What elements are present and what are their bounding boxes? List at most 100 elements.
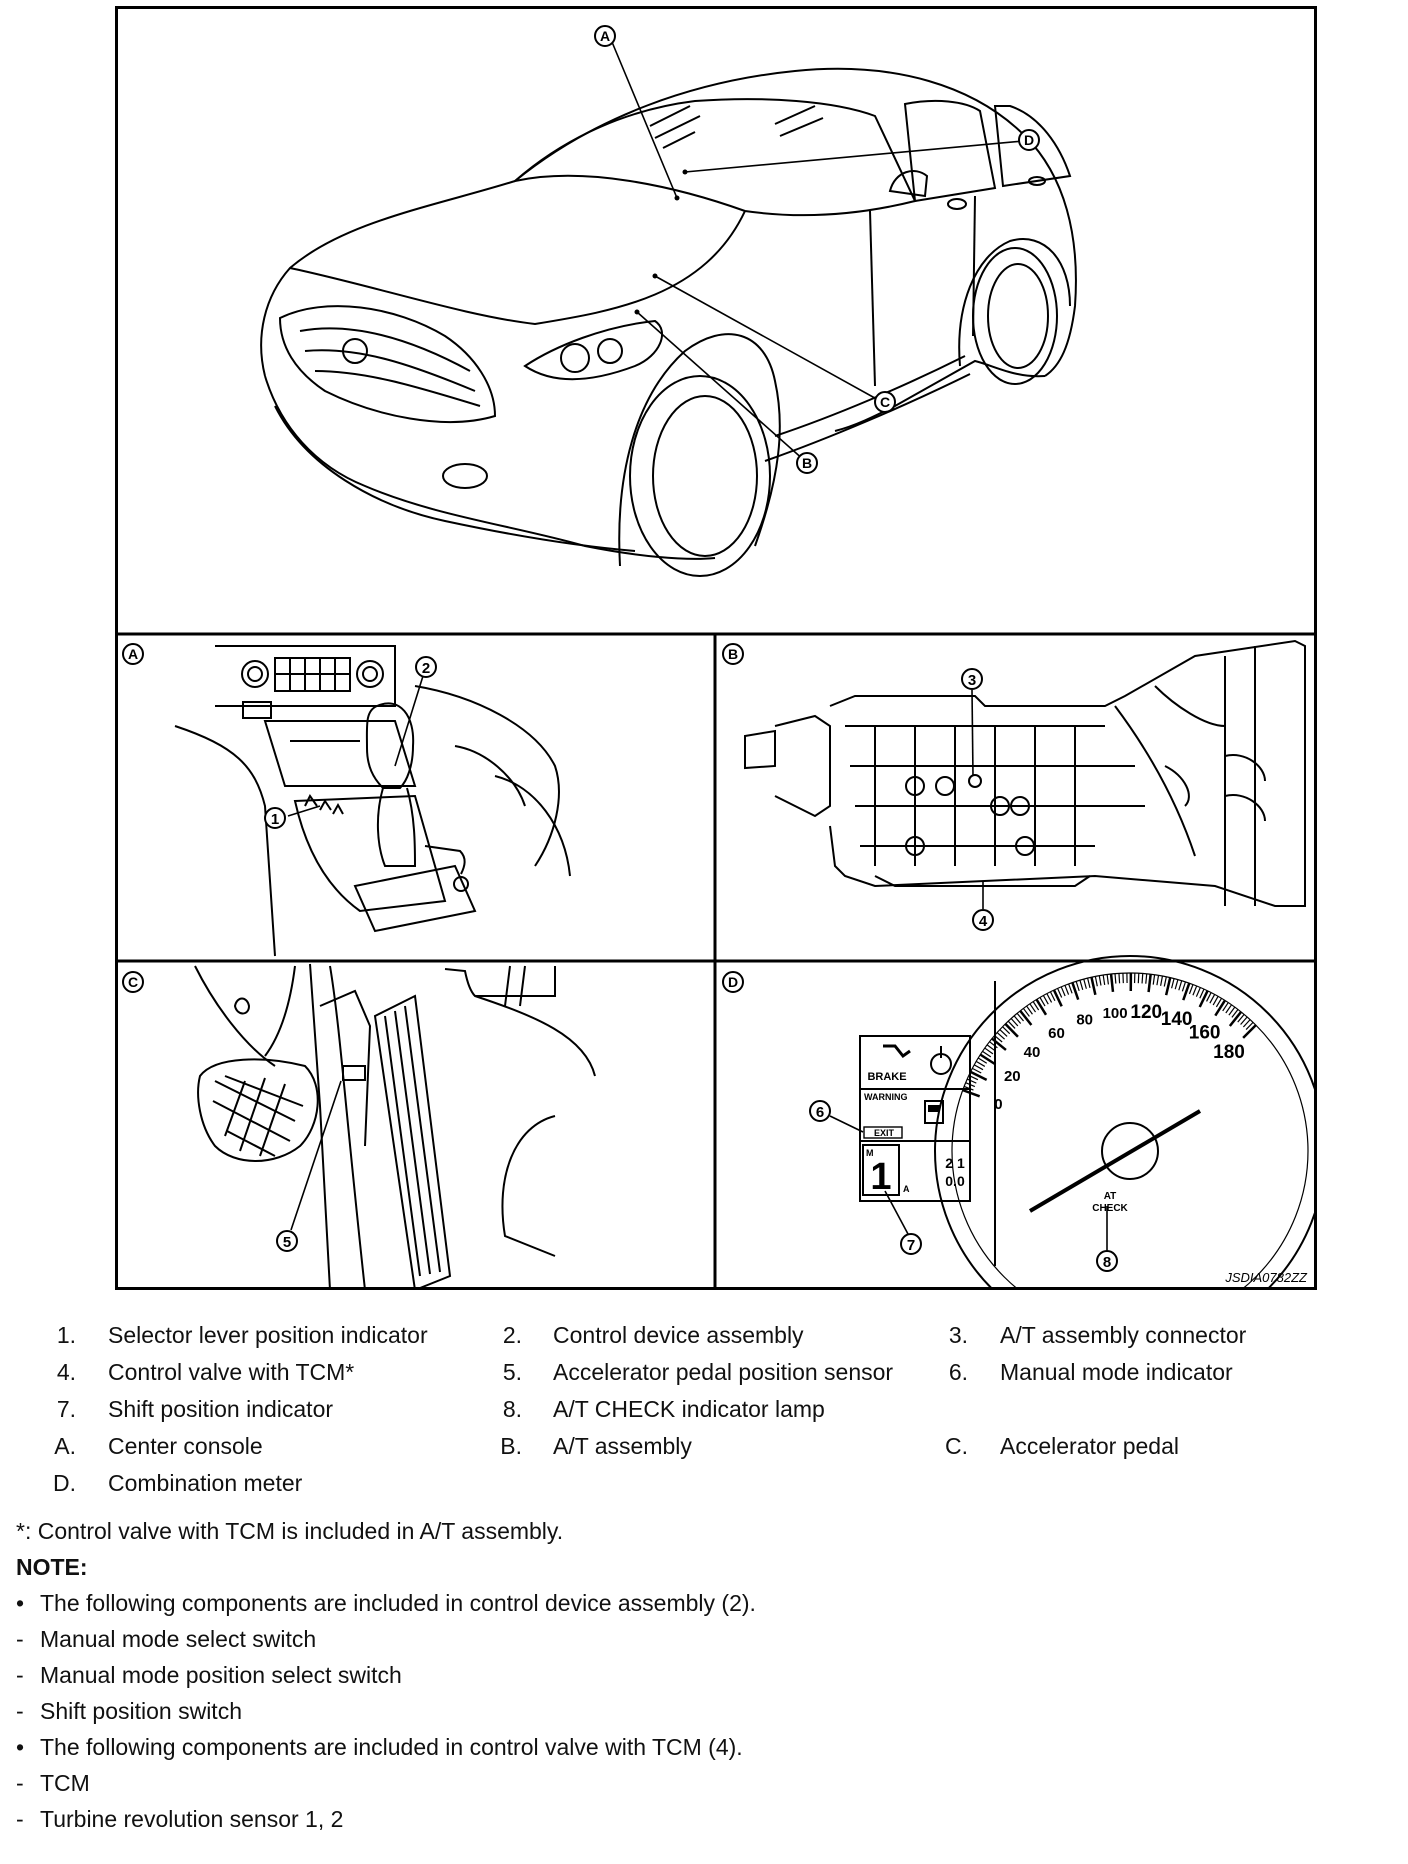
- panel-b-label: B: [722, 643, 744, 665]
- speed-tick: [1214, 999, 1226, 1017]
- speed-label: 160: [1189, 1023, 1221, 1044]
- speed-tick: [1231, 1009, 1239, 1018]
- speed-tick: [1240, 1016, 1248, 1025]
- speed-tick: [1109, 973, 1115, 993]
- speed-tick: [1057, 988, 1063, 998]
- speed-tick: [1071, 982, 1080, 1001]
- at-check-indicator-lamp: CHECK: [1092, 1203, 1128, 1214]
- speed-tick: [1098, 975, 1102, 986]
- speed-tick: [968, 1074, 979, 1081]
- legend-text: Accelerator pedal: [1000, 1433, 1179, 1459]
- speed-tick: [986, 1044, 996, 1052]
- speed-tick: [1007, 1020, 1016, 1029]
- speed-tick: [966, 1078, 977, 1084]
- callout-5: 5: [276, 1230, 298, 1252]
- speed-tick: [999, 1029, 1008, 1037]
- speed-tick: [1106, 974, 1109, 985]
- legend-number: 2.: [502, 1322, 522, 1348]
- svg-text:4: 4: [979, 913, 988, 930]
- speed-tick: [1163, 976, 1167, 987]
- speed-tick: [1090, 976, 1097, 996]
- shift-position-indicator: 1: [870, 1156, 891, 1198]
- svg-text:C: C: [880, 394, 890, 410]
- legend-number: 7.: [56, 1396, 76, 1422]
- legend-text: Combination meter: [108, 1470, 303, 1496]
- legend-number: B.: [500, 1433, 522, 1459]
- speed-label: 100: [1103, 1005, 1128, 1022]
- speed-tick: [1002, 1026, 1011, 1035]
- speed-tick: [972, 1067, 982, 1074]
- speed-tick: [1013, 1015, 1022, 1024]
- svg-text:B: B: [728, 646, 738, 662]
- figure-code: JSDIA0782ZZ: [1224, 1270, 1308, 1285]
- svg-text:D: D: [728, 974, 738, 990]
- speed-tick: [1141, 973, 1144, 984]
- callout-c-overview: C: [874, 391, 896, 413]
- component-location-figure: A D C B A: [115, 6, 1317, 1290]
- legend-text: Control device assembly: [553, 1322, 804, 1348]
- accelerator-pedal-drawing: [194, 963, 596, 1290]
- speed-tick: [979, 1053, 997, 1066]
- speed-tick: [1068, 983, 1073, 994]
- note-line: -Manual mode position select switch: [16, 1662, 402, 1688]
- note-line: -TCM: [16, 1770, 90, 1796]
- speed-tick: [1118, 973, 1121, 984]
- speed-tick: [1083, 978, 1087, 989]
- note-line: -Turbine revolution sensor 1, 2: [16, 1806, 344, 1832]
- speed-tick: [1192, 985, 1198, 996]
- speed-tick: [991, 1037, 1007, 1051]
- legend-number: A.: [54, 1433, 76, 1459]
- callout-3: 3: [961, 668, 983, 690]
- speed-tick: [962, 1088, 981, 1098]
- legend-row: D. Combination meter: [0, 1466, 1408, 1500]
- callout-a-overview: A: [594, 25, 616, 47]
- legend-text: Control valve with TCM*: [108, 1359, 355, 1385]
- speedometer-needle: [1028, 1109, 1202, 1213]
- legend-text: Accelerator pedal position sensor: [553, 1359, 894, 1385]
- speed-label: 20: [1004, 1068, 1021, 1085]
- speed-tick: [969, 1070, 988, 1082]
- note-line: •The following components are included i…: [16, 1734, 743, 1760]
- svg-text:M: M: [866, 1148, 874, 1158]
- svg-text:D: D: [1024, 132, 1034, 148]
- legend-text: A/T assembly: [553, 1433, 692, 1459]
- vehicle-overview-drawing: [260, 67, 1077, 577]
- callout-d-overview: D: [1018, 129, 1040, 151]
- speed-tick: [1075, 981, 1080, 992]
- manual-mode-indicator: [862, 1144, 900, 1196]
- panel-a-leaders: [287, 675, 424, 817]
- note-line: -Manual mode select switch: [16, 1626, 317, 1652]
- speed-label: 120: [1130, 1002, 1162, 1023]
- speed-tick: [1181, 981, 1187, 992]
- speed-tick: [1022, 1008, 1030, 1017]
- speed-tick: [1114, 973, 1117, 984]
- legend-text: Shift position indicator: [108, 1396, 334, 1422]
- legend-text: Manual mode indicator: [1000, 1359, 1233, 1385]
- center-console-drawing: [174, 645, 571, 957]
- speed-tick: [1049, 991, 1056, 1001]
- legend-text: Center console: [108, 1433, 263, 1459]
- svg-text:B: B: [802, 455, 812, 471]
- note-line: •The following components are included i…: [16, 1590, 756, 1616]
- speed-tick: [973, 1064, 984, 1071]
- legend-text: Selector lever position indicator: [108, 1322, 428, 1348]
- speed-label: 80: [1076, 1012, 1093, 1029]
- speed-tick: [1160, 975, 1164, 986]
- legend-row: 4. Control valve with TCM* 5. Accelerato…: [0, 1355, 1408, 1389]
- callout-1: 1: [264, 807, 286, 829]
- note-line: -Shift position switch: [16, 1698, 242, 1724]
- svg-text:EXIT: EXIT: [874, 1128, 895, 1138]
- information-display: BRAKE WARNING EXIT M 1 A 2 1 0.0: [859, 1035, 971, 1202]
- speed-tick: [1228, 1011, 1243, 1027]
- legend-number: 5.: [502, 1359, 522, 1385]
- speed-tick: [975, 1060, 986, 1067]
- svg-text:BRAKE: BRAKE: [867, 1071, 906, 1083]
- legend-number: 4.: [56, 1359, 76, 1385]
- speed-tick: [977, 1057, 988, 1064]
- speed-tick: [1237, 1014, 1245, 1023]
- legend-number: 3.: [948, 1322, 968, 1348]
- speed-tick: [1046, 993, 1053, 1003]
- speed-tick: [1212, 996, 1219, 1006]
- speed-tick: [963, 1085, 974, 1091]
